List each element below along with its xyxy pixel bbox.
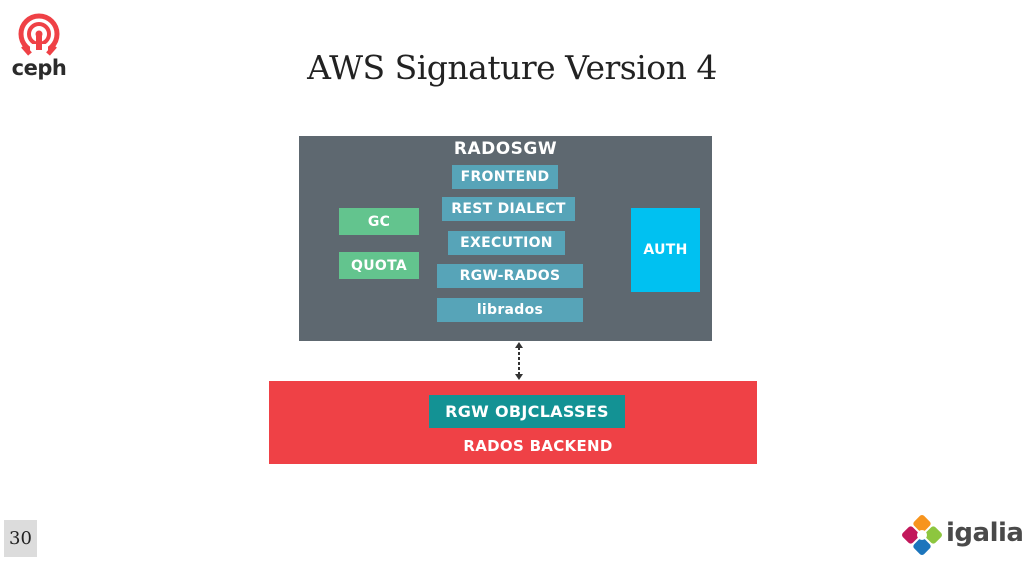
igalia-logo-icon [902,515,942,555]
ceph-logo-icon [18,13,60,56]
slide-title: AWS Signature Version 4 [307,48,717,87]
execution-box: EXECUTION [448,231,565,255]
librados-box: librados [437,298,583,322]
radosgw-label: RADOSGW [453,139,558,159]
auth-box: AUTH [631,208,700,292]
ceph-logo-text: ceph [11,56,67,80]
dashed-bidirectional-arrow [515,342,523,380]
rados-backend-label: RADOS BACKEND [463,437,613,455]
slide-number: 30 [4,520,37,557]
rest-dialect-box: REST DIALECT [442,197,575,221]
rgw-rados-box: RGW-RADOS [437,264,583,288]
quota-box: QUOTA [339,252,419,279]
igalia-logo-text: igalia [946,518,1024,548]
gc-box: GC [339,208,419,235]
rgw-objclasses-box: RGW OBJCLASSES [429,395,625,428]
frontend-box: FRONTEND [452,165,558,189]
